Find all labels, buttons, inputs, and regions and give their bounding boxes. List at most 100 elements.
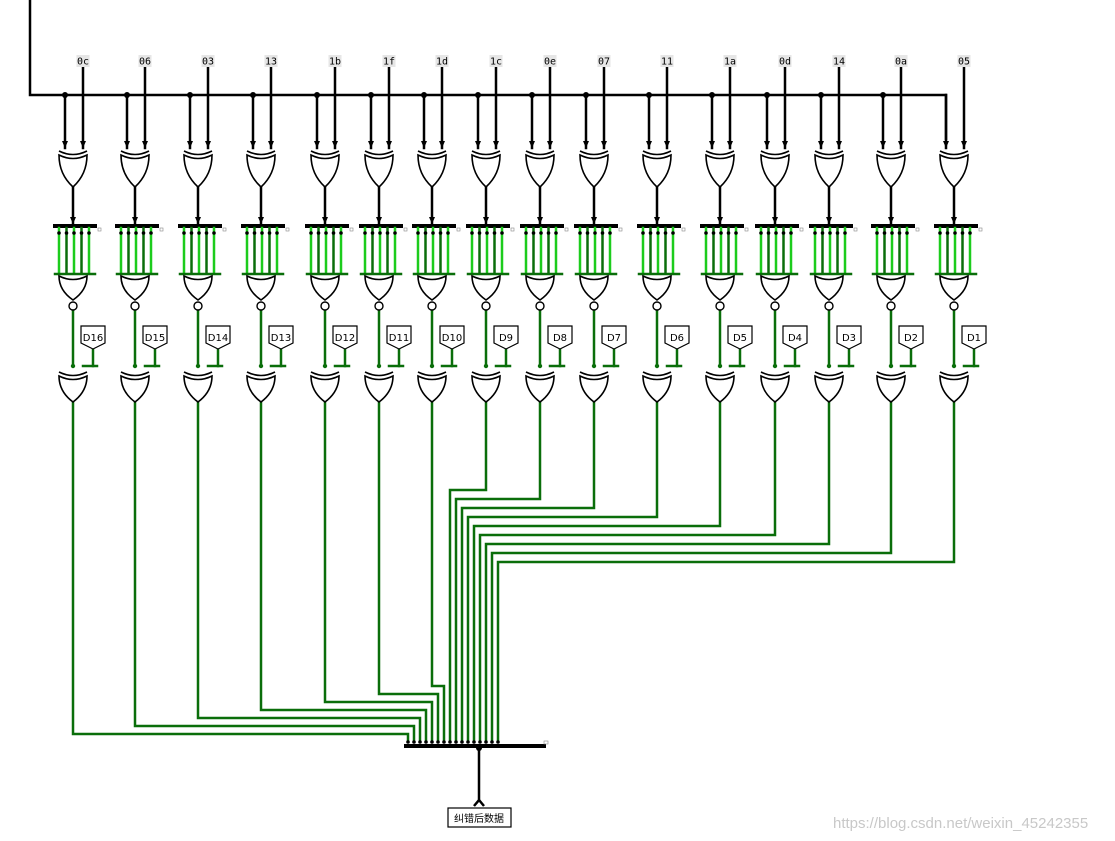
arrow: [368, 141, 374, 148]
bit-junction-dot: [378, 231, 382, 235]
route-wire: [472, 402, 722, 742]
bit-junction-dot: [781, 231, 786, 235]
arrow: [386, 141, 392, 148]
nor-gate: [310, 274, 340, 301]
constant-label: 1c: [490, 57, 502, 68]
constant-box: [76, 55, 90, 67]
or-gate: [814, 374, 844, 403]
bit-junction-dot: [953, 231, 957, 235]
output-pin: [782, 325, 808, 350]
or-gate: [579, 374, 609, 403]
constant-box: [894, 55, 908, 67]
route-wire: [196, 402, 422, 742]
bit-junction-dot: [331, 231, 336, 235]
junction-dot: [717, 363, 723, 369]
arrow: [880, 141, 886, 148]
nor-bubble: [374, 301, 384, 311]
constant-label: 0e: [544, 57, 556, 68]
junction-dot: [483, 363, 489, 369]
nor-bubble: [824, 301, 834, 311]
arrow: [888, 217, 894, 224]
arrow: [332, 141, 338, 148]
bit-junction-dot: [960, 231, 965, 235]
arrow: [124, 141, 130, 148]
bus-junction-dot: [124, 92, 130, 98]
nor-bubble: [256, 301, 266, 311]
nor-gate: [364, 274, 394, 301]
xor-back-curve: [471, 150, 501, 156]
bit-junction-dot: [704, 231, 708, 235]
bottom-splitter-pin: [543, 740, 549, 745]
top-bus-wire: [28, 0, 948, 140]
bit-junction-dot: [539, 231, 543, 235]
output-pin-label: D5: [733, 333, 747, 344]
bottom-junction-dot: [424, 740, 428, 744]
or-gate: [642, 374, 672, 403]
bit-junction-dot: [656, 231, 660, 235]
watermark-text: https://blog.csdn.net/weixin_45242355: [833, 815, 1088, 832]
junction-dot: [429, 363, 435, 369]
bit-junction-dot: [126, 231, 131, 235]
route-wire: [484, 402, 831, 742]
xor-back-curve: [58, 150, 88, 156]
or-gate: [760, 374, 790, 403]
bit-junction-dot: [820, 231, 825, 235]
constant-box: [328, 55, 342, 67]
or-back-curve: [876, 371, 906, 377]
bit-junction-dot: [245, 231, 249, 235]
nor-bubble: [481, 301, 491, 311]
bit-junction-dot: [197, 231, 201, 235]
nor-gate: [417, 274, 447, 301]
bottom-junction-dot: [484, 740, 488, 744]
route-wire: [71, 402, 410, 742]
junction-dot: [537, 363, 543, 369]
bottom-junction-dot: [418, 740, 422, 744]
junction-dot: [826, 363, 832, 369]
bus-junction-dot: [475, 92, 481, 98]
arrow: [529, 141, 535, 148]
or-gate: [471, 374, 501, 403]
bit-junction-dot: [719, 231, 723, 235]
arrow: [205, 141, 211, 148]
result-wire: [473, 748, 481, 807]
output-pin-label: D10: [442, 333, 462, 344]
output-pin-label: D8: [553, 333, 567, 344]
bit-junction-dot: [72, 231, 76, 235]
xor-gate: [939, 153, 969, 189]
bottom-junction-dot: [442, 740, 446, 744]
route-wire: [454, 402, 542, 742]
xor-gate: [183, 153, 213, 189]
or-gate: [246, 374, 276, 403]
bit-junction-dot: [531, 231, 536, 235]
or-gate: [310, 374, 340, 403]
output-pin: [836, 325, 862, 350]
splitter-pin: [853, 227, 858, 232]
xor-back-curve: [579, 150, 609, 156]
bottom-junction-dot: [472, 740, 476, 744]
or-back-curve: [183, 371, 213, 377]
bottom-junction-dot: [466, 740, 470, 744]
bit-junction-dot: [585, 231, 590, 235]
xor-back-curve: [310, 150, 340, 156]
bit-junction-dot: [477, 231, 482, 235]
constant-box: [543, 55, 557, 67]
bit-junction-dot: [204, 231, 209, 235]
arrow: [601, 141, 607, 148]
constant-label: 14: [833, 57, 845, 68]
constant-label: 13: [265, 57, 277, 68]
bit-junction-dot: [275, 231, 279, 235]
constant-box: [723, 55, 737, 67]
bit-junction-dot: [339, 231, 343, 235]
constant-label: 11: [661, 57, 673, 68]
constant-box: [138, 55, 152, 67]
output-pin-label: D6: [670, 333, 684, 344]
output-pin: [205, 325, 231, 350]
constant-label: 05: [958, 57, 970, 68]
arrow: [195, 217, 201, 224]
arrow: [187, 141, 193, 148]
splitter-pin: [978, 227, 983, 232]
wire-layer: [28, 0, 980, 807]
bit-junction-dot: [189, 231, 194, 235]
nor-bubble: [535, 301, 545, 311]
bit-junction-dot: [485, 231, 489, 235]
